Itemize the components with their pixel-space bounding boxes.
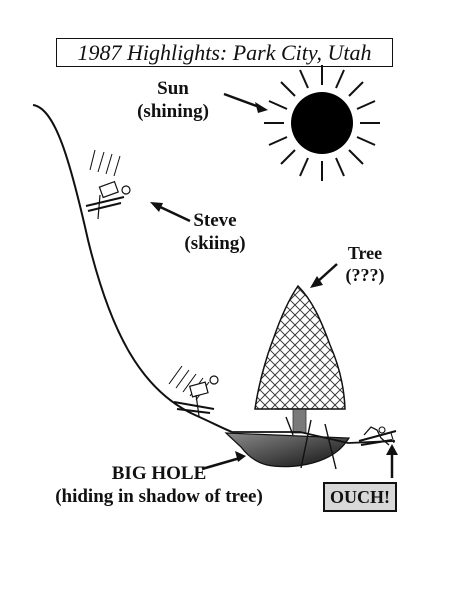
arrow-icon <box>201 451 246 471</box>
hole-caption-line-1: BIG HOLE <box>111 463 207 484</box>
skier-icon <box>85 149 131 220</box>
arrow-icon <box>386 444 398 478</box>
steve-caption: Steve (skiing) <box>170 210 260 256</box>
sun-icon <box>264 65 380 181</box>
sun-caption-line-2: (shining) <box>137 100 209 122</box>
tree-caption: Tree (???) <box>330 243 400 286</box>
skier-icon <box>168 365 219 417</box>
arrow-icon <box>310 263 338 288</box>
fallen-skier-icon <box>358 426 397 446</box>
steve-caption-line-2: (skiing) <box>184 232 246 254</box>
tree-caption-line-2: (???) <box>345 264 385 285</box>
comic-title: 1987 Highlights: Park City, Utah <box>56 38 393 67</box>
ouch-callout: OUCH! <box>323 482 397 512</box>
steve-caption-line-1: Steve <box>193 210 237 231</box>
arrow-icon <box>150 202 191 223</box>
hole-shape <box>224 416 396 470</box>
sun-caption: Sun (shining) <box>118 78 228 124</box>
arrow-icon <box>223 92 268 113</box>
hole-caption-line-2: (hiding in shadow of tree) <box>55 485 263 507</box>
tree-icon <box>254 284 346 434</box>
tree-caption-line-1: Tree <box>347 243 383 263</box>
sun-caption-line-1: Sun <box>157 78 189 99</box>
ski-slope-line <box>32 104 233 433</box>
hole-caption: BIG HOLE (hiding in shadow of tree) <box>28 463 290 509</box>
